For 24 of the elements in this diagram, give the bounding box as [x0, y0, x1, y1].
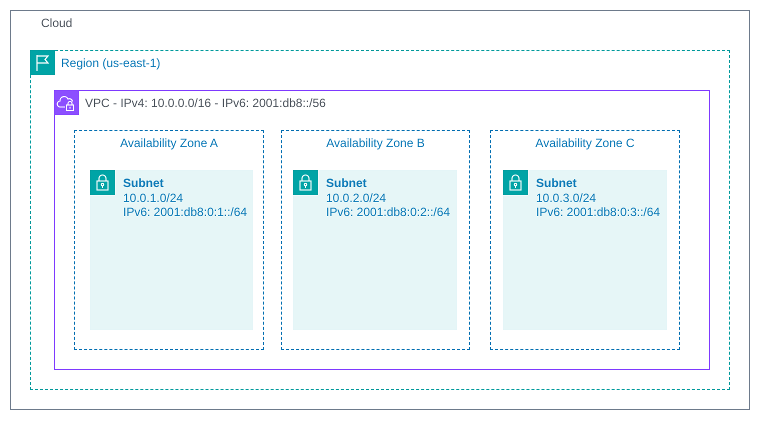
cidr-text: 10.0.1.0/24	[123, 190, 184, 205]
zone-label: Availability Zone C	[535, 136, 635, 150]
availability-zone-boundary	[490, 130, 680, 350]
cidr-text: IPv6: 2001:db8:0:1::/64	[123, 205, 248, 220]
region-label: Region (us-east-1)	[61, 56, 160, 70]
zone-label: Availability Zone A	[120, 136, 218, 150]
availability-zone-boundary	[281, 130, 470, 350]
subnet-title: Subnet	[326, 176, 367, 190]
subnet-panel	[90, 170, 253, 330]
region-boundary	[30, 50, 730, 390]
cloud-boundary	[10, 10, 750, 410]
subnet-panel	[503, 170, 667, 330]
vpc-boundary	[54, 90, 710, 370]
cidr-text: IPv6: 2001:db8:0:2::/64	[326, 205, 450, 220]
zone-label: Availability Zone B	[326, 136, 425, 150]
cidr-text: IPv6: 2001:db8:0:3::/64	[536, 205, 660, 220]
availability-zone-boundary	[74, 130, 264, 350]
cloud-label: Cloud	[41, 16, 72, 30]
subnet-title: Subnet	[123, 176, 164, 190]
subnet-title: Subnet	[536, 176, 577, 190]
subnet-panel	[293, 170, 457, 330]
cidr-text: 10.0.2.0/24	[326, 190, 386, 205]
cidr-text: 10.0.3.0/24	[536, 190, 596, 205]
vpc-label: VPC - IPv4: 10.0.0.0/16 - IPv6: 2001:db8::/56	[85, 96, 326, 110]
